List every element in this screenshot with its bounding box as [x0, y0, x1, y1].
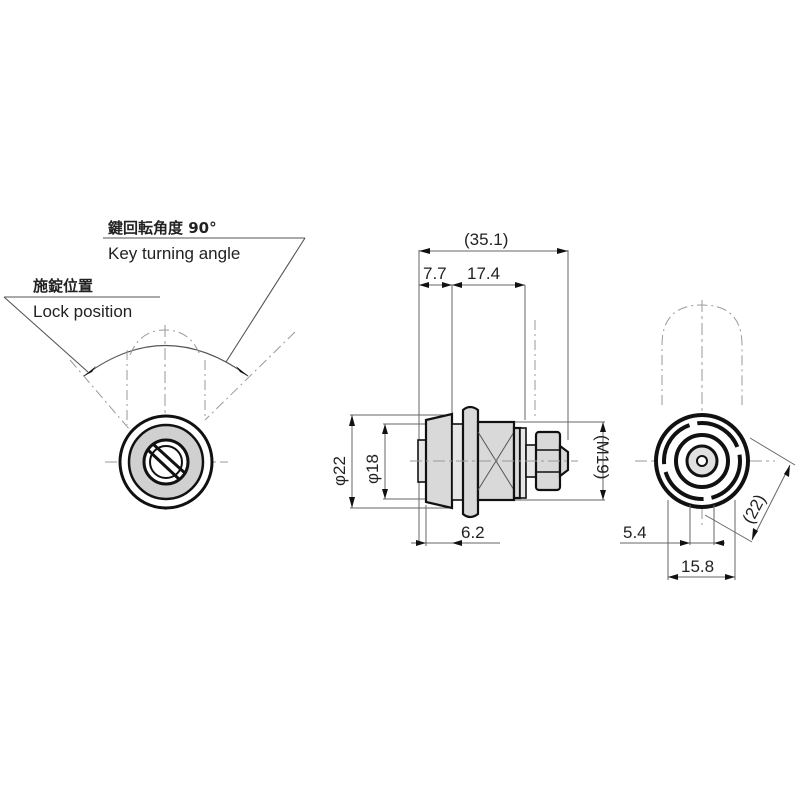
side-view: (35.1) 7.7 17.4 φ22 φ18 (M19) 6. — [330, 230, 612, 546]
arrow — [419, 282, 429, 288]
key-angle-en-label: Key turning angle — [108, 244, 240, 263]
dim-cam-width: 15.8 — [681, 557, 714, 576]
arrow — [725, 574, 735, 580]
key-angle-jp-label: 鍵回転角度 90° — [108, 219, 217, 237]
ext-line-22-bottom — [704, 514, 753, 543]
arrow — [668, 574, 678, 580]
dim-segment-2: 17.4 — [467, 264, 500, 283]
dim-cam-offset: 5.4 — [623, 523, 647, 542]
washer — [512, 426, 522, 500]
rear-view: (22) 5.4 15.8 — [620, 300, 796, 580]
dim-line-22 — [751, 464, 791, 541]
angle-arc — [83, 344, 249, 377]
arc-arrow-left — [84, 366, 96, 376]
arrow — [452, 282, 462, 288]
arrow — [419, 248, 430, 254]
front-view: 鍵回転角度 90° Key turning angle 施錠位置 Lock po… — [3, 219, 306, 510]
arrow — [349, 497, 355, 508]
arrow — [557, 248, 568, 254]
rear-screw-hole — [696, 455, 708, 467]
dim-outer-diameter: φ22 — [330, 456, 349, 486]
arrow — [752, 528, 758, 540]
keyway-slot-2 — [151, 442, 188, 476]
lock-position-en-label: Lock position — [33, 302, 132, 321]
arrow — [714, 540, 724, 546]
arrow — [416, 540, 426, 546]
arrow — [784, 465, 790, 477]
phantom-line-right — [204, 331, 296, 421]
arrow — [382, 489, 388, 499]
keyway-slot-1 — [146, 448, 182, 482]
mounting-nut — [461, 405, 480, 519]
lock-position-jp-label: 施錠位置 — [33, 277, 93, 295]
arrow — [680, 540, 690, 546]
phantom-line-left — [69, 359, 131, 431]
arrow — [382, 424, 388, 434]
cam-plate — [519, 427, 527, 499]
key-cylinder-inner — [149, 445, 183, 479]
dim-inner-diameter: φ18 — [363, 454, 382, 484]
dim-segment-1: 7.7 — [423, 264, 447, 283]
arrow — [452, 540, 462, 546]
ext-line-22-top — [749, 437, 796, 466]
dim-thread: (M19) — [593, 435, 612, 479]
arrow — [600, 422, 606, 432]
rear-segment-ring — [662, 421, 742, 501]
arrow — [349, 415, 355, 426]
arrow — [442, 282, 452, 288]
key-angle-leader — [225, 237, 306, 363]
arc-arrow-right — [236, 366, 248, 376]
dim-flange-offset: 6.2 — [461, 523, 485, 542]
arrow — [600, 490, 606, 500]
lock-position-leader — [3, 296, 89, 373]
dim-cam-length: (22) — [739, 491, 770, 527]
arrow — [515, 282, 525, 288]
dim-overall-length: (35.1) — [464, 230, 508, 249]
